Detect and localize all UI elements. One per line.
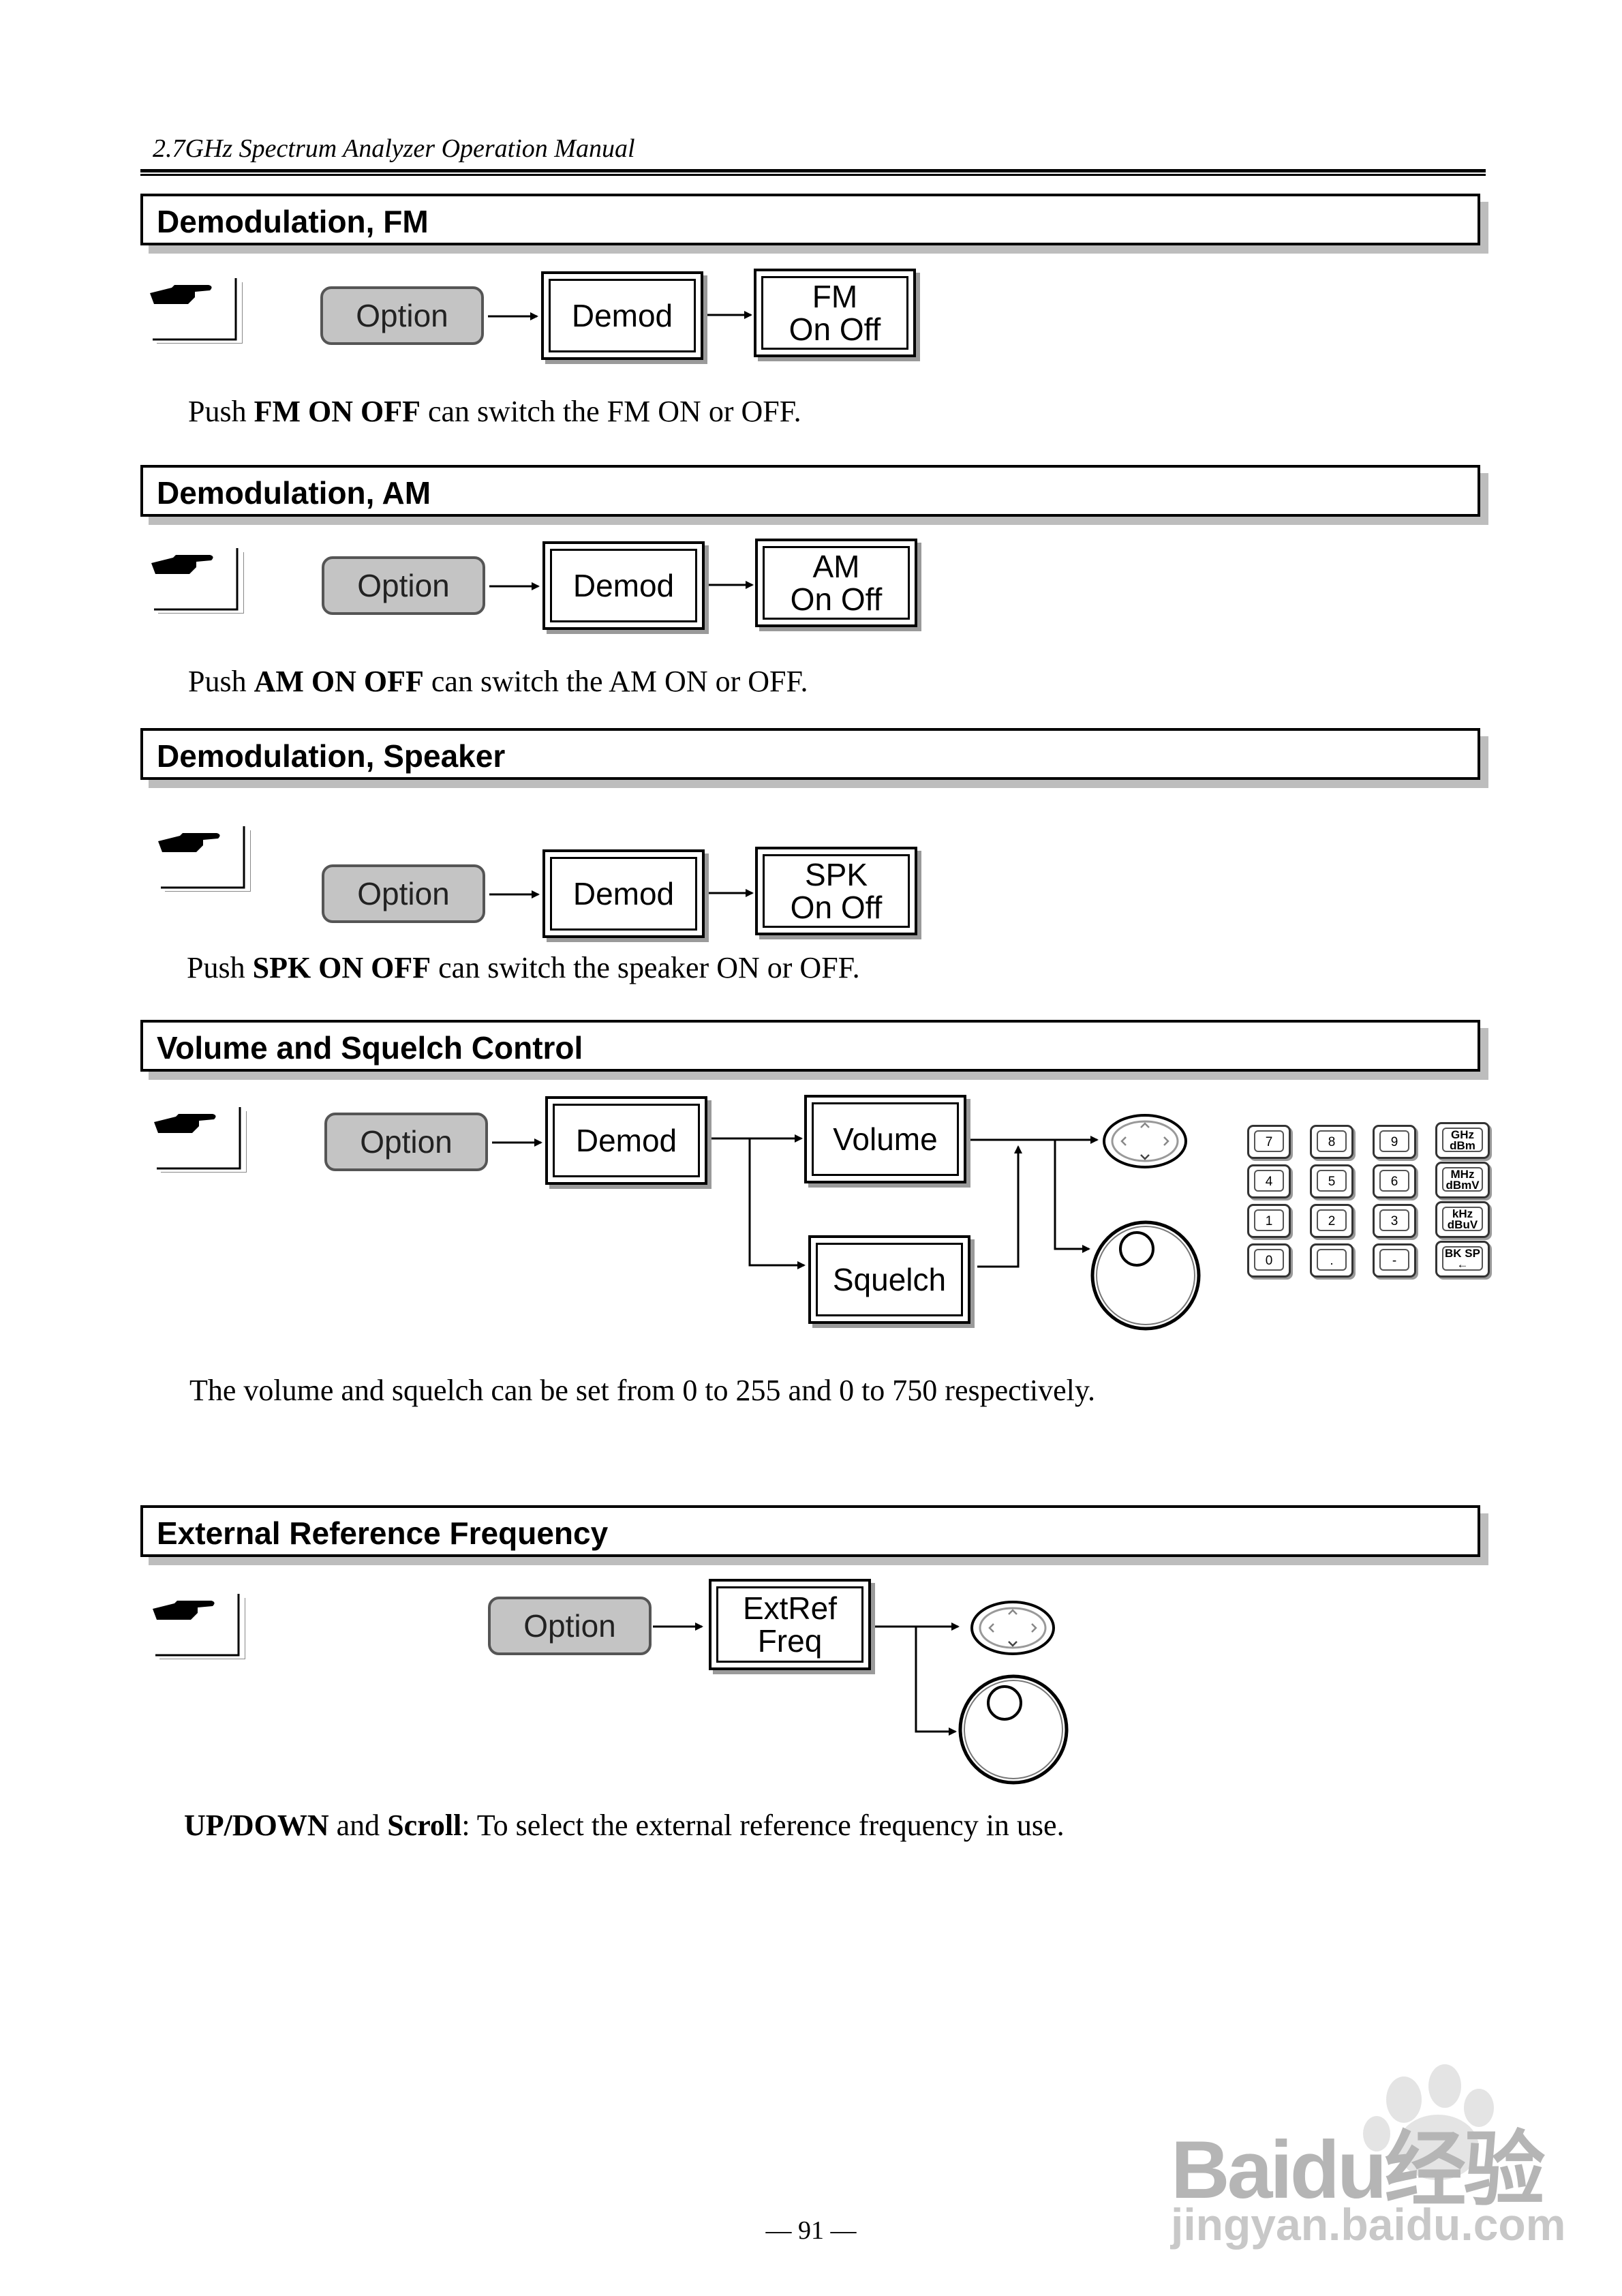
option-key[interactable]: Option — [322, 556, 485, 615]
option-key[interactable]: Option — [322, 864, 485, 923]
pointing-hand-icon — [150, 278, 243, 344]
keypad-key-4[interactable]: 4 — [1247, 1164, 1291, 1198]
rotary-knob-icon[interactable] — [955, 1670, 1071, 1786]
spk-on-off-softkey[interactable]: SPK On Off — [755, 847, 917, 935]
demod-softkey[interactable]: Demod — [542, 849, 705, 938]
header-rule — [140, 169, 1486, 176]
keypad-key-3[interactable]: 3 — [1373, 1204, 1416, 1238]
section-title: Demodulation, Speaker — [157, 738, 506, 774]
watermark-brand: Baidu经验 — [1171, 2124, 1545, 2216]
fm-on-off-softkey[interactable]: FM On Off — [754, 269, 916, 357]
option-key[interactable]: Option — [324, 1113, 488, 1171]
pointing-hand-icon — [153, 1594, 245, 1659]
rotary-knob-icon[interactable] — [1088, 1216, 1204, 1332]
keypad-key-9[interactable]: 9 — [1373, 1125, 1416, 1159]
section-title: Demodulation, AM — [157, 475, 431, 511]
section-title: Volume and Squelch Control — [157, 1030, 583, 1066]
section-title: External Reference Frequency — [157, 1515, 609, 1551]
pointing-hand-icon — [151, 548, 244, 614]
section-header-volume-squelch: Volume and Squelch Control — [140, 1020, 1480, 1072]
extref-freq-softkey[interactable]: ExtRef Freq — [709, 1579, 871, 1670]
arrow-keys-icon[interactable] — [1101, 1113, 1189, 1170]
page-number: — 91 — — [765, 2216, 857, 2245]
arrow-keys-icon[interactable] — [969, 1599, 1056, 1657]
option-key[interactable]: Option — [320, 286, 484, 345]
extref-description: UP/DOWN and Scroll: To select the extern… — [184, 1809, 1065, 1842]
demod-softkey[interactable]: Demod — [545, 1096, 707, 1185]
pointing-hand-icon — [154, 1107, 247, 1173]
keypad-key-7[interactable]: 7 — [1247, 1125, 1291, 1159]
demod-softkey[interactable]: Demod — [542, 541, 705, 630]
section-header-fm: Demodulation, FM — [140, 194, 1480, 245]
section-header-am: Demodulation, AM — [140, 465, 1480, 517]
manual-header-title: 2.7GHz Spectrum Analyzer Operation Manua… — [153, 134, 635, 163]
pointing-hand-icon — [158, 826, 251, 892]
watermark-url: jingyan.baidu.com — [1171, 2199, 1566, 2250]
keypad-key-2[interactable]: 2 — [1310, 1204, 1353, 1238]
volume-softkey[interactable]: Volume — [804, 1095, 966, 1183]
spk-description: Push SPK ON OFF can switch the speaker O… — [187, 951, 860, 984]
keypad-key-1[interactable]: 1 — [1247, 1204, 1291, 1238]
keypad-key-5[interactable]: 5 — [1310, 1164, 1353, 1198]
section-header-speaker: Demodulation, Speaker — [140, 728, 1480, 780]
section-title: Demodulation, FM — [157, 204, 429, 239]
keypad-key-6[interactable]: 6 — [1373, 1164, 1416, 1198]
keypad-key-0[interactable]: 0 — [1247, 1243, 1291, 1278]
option-key[interactable]: Option — [488, 1597, 652, 1655]
section-header-ext-ref: External Reference Frequency — [140, 1505, 1480, 1557]
baidu-paw-watermark — [1363, 2064, 1494, 2180]
volume-squelch-description: The volume and squelch can be set from 0… — [189, 1374, 1096, 1407]
fm-description: Push FM ON OFF can switch the FM ON or O… — [188, 395, 801, 428]
demod-softkey[interactable]: Demod — [541, 271, 703, 360]
keypad-key-minus[interactable]: - — [1373, 1243, 1416, 1278]
squelch-softkey[interactable]: Squelch — [808, 1235, 970, 1324]
keypad-key-8[interactable]: 8 — [1310, 1125, 1353, 1159]
am-on-off-softkey[interactable]: AM On Off — [755, 539, 917, 627]
keypad-key-backspace[interactable]: BK SP← — [1435, 1241, 1490, 1278]
am-description: Push AM ON OFF can switch the AM ON or O… — [188, 665, 808, 698]
keypad-key-dot[interactable]: . — [1310, 1243, 1353, 1278]
